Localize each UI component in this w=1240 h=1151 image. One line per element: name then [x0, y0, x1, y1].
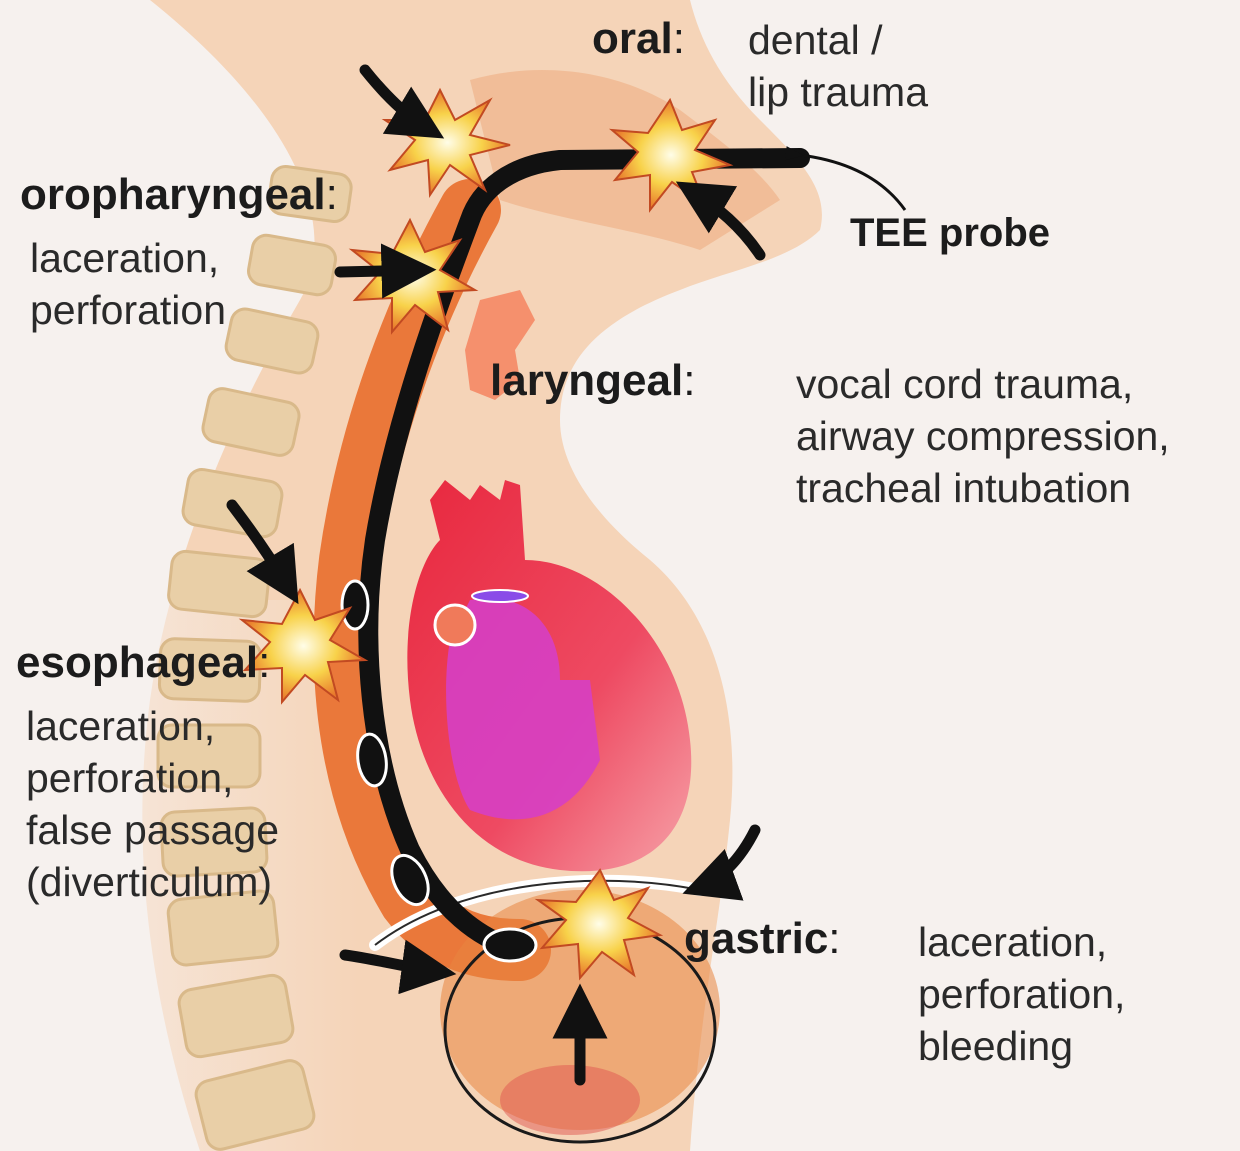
desc-line: laceration,: [918, 916, 1125, 968]
desc-line: bleeding: [918, 1020, 1125, 1072]
arrow-oropharyngeal: [340, 270, 420, 272]
label-gastric-desc: laceration, perforation, bleeding: [918, 916, 1125, 1072]
desc-line: vocal cord trauma,: [796, 358, 1170, 410]
label-esophageal-sep: :: [258, 638, 270, 687]
label-laryngeal: laryngeal:: [490, 354, 695, 408]
label-tee-probe-name: TEE probe: [850, 211, 1050, 255]
label-tee-probe: TEE probe: [850, 206, 1050, 260]
label-esophageal-desc: laceration, perforation, false passage (…: [26, 700, 279, 908]
label-oropharyngeal-sep: :: [326, 170, 338, 219]
desc-line: laceration,: [26, 700, 279, 752]
label-laryngeal-sep: :: [683, 356, 695, 405]
label-esophageal: esophageal:: [16, 636, 270, 690]
label-oral: oral:: [592, 12, 685, 66]
desc-line: airway compression,: [796, 410, 1170, 462]
label-oropharyngeal: oropharyngeal:: [20, 168, 338, 222]
desc-line: dental /: [748, 14, 928, 66]
desc-line: lip trauma: [748, 66, 928, 118]
desc-line: perforation,: [918, 968, 1125, 1020]
label-laryngeal-name: laryngeal: [490, 356, 683, 405]
label-gastric: gastric:: [684, 912, 841, 966]
desc-line: (diverticulum): [26, 856, 279, 908]
label-oropharyngeal-name: oropharyngeal: [20, 170, 326, 219]
label-oral-name: oral: [592, 14, 673, 63]
desc-line: tracheal intubation: [796, 462, 1170, 514]
desc-line: perforation,: [26, 752, 279, 804]
label-laryngeal-desc: vocal cord trauma, airway compression, t…: [796, 358, 1170, 514]
desc-line: false passage: [26, 804, 279, 856]
label-esophageal-name: esophageal: [16, 638, 258, 687]
label-gastric-name: gastric: [684, 914, 828, 963]
label-oral-sep: :: [673, 14, 685, 63]
label-gastric-sep: :: [828, 914, 840, 963]
desc-line: perforation: [30, 284, 226, 336]
label-oropharyngeal-desc: laceration, perforation: [30, 232, 226, 336]
desc-line: laceration,: [30, 232, 226, 284]
label-oral-desc: dental / lip trauma: [748, 14, 928, 118]
